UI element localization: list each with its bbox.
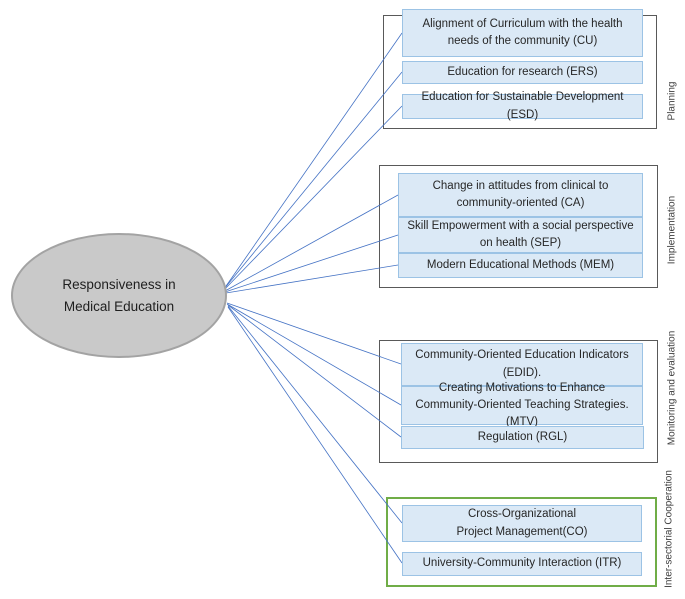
box-change-in-attitudes: Change in attitudes from clinical to com… (398, 173, 643, 217)
group-monitoring-container (379, 340, 658, 463)
connector-line (227, 306, 403, 564)
box-university-community-interaction: University-Community Interaction (ITR) (402, 552, 642, 576)
box-cross-organizational-project-management: Cross-Organizational Project Management(… (402, 505, 642, 542)
box-regulation: Regulation (RGL) (401, 426, 644, 449)
box-skill-empowerment: Skill Empowerment with a social perspect… (398, 217, 643, 253)
group-implementation-container (379, 165, 658, 288)
box-curriculum-alignment: Alignment of Curriculum with the health … (402, 9, 643, 57)
group-label-implementation: Implementation (666, 195, 678, 265)
box-education-sustainable-development: Education for Sustainable Development (E… (402, 91, 643, 121)
box-education-for-research: Education for research (ERS) (402, 61, 643, 84)
connector-line (227, 305, 403, 524)
central-concept-label-line2: Medical Education (63, 298, 175, 314)
box-education-indicators: Community-Oriented Education Indicators … (401, 343, 643, 386)
central-concept-label-line1: Responsiveness in (62, 276, 176, 292)
group-cooperation-container (386, 497, 657, 587)
group-label-monitoring-evaluation: Monitoring and evaluation (666, 330, 678, 446)
connector-line (227, 304, 402, 438)
group-label-planning: Planning (666, 81, 678, 121)
connector-line (226, 302, 402, 365)
connector-line (223, 32, 403, 290)
group-label-intersectorial-cooperation: Inter-sectorial Cooperation (663, 470, 675, 588)
connector-line (224, 194, 399, 292)
connector-line (224, 234, 399, 293)
box-creating-motivations: Creating Motivations to Enhance Communit… (401, 382, 643, 428)
box-modern-educational-methods: Modern Educational Methods (MEM) (398, 253, 643, 278)
connector-line (226, 303, 402, 406)
connector-line (223, 71, 403, 290)
connector-line (225, 264, 399, 294)
connector-line (223, 105, 403, 291)
central-concept-ellipse: Responsiveness in Medical Education (11, 233, 227, 358)
